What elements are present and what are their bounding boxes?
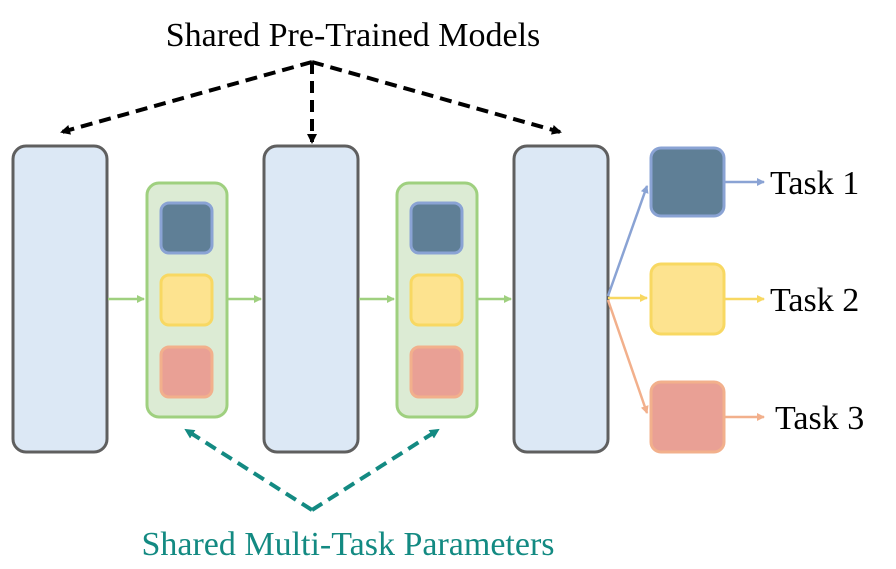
task-label-3: Task 3 (775, 400, 864, 437)
task-head-3 (649, 380, 726, 454)
dashed-arrow-left (60, 60, 313, 135)
branch-arrow-task-3 (606, 299, 649, 414)
pretrained-dashed-arrows (60, 60, 562, 144)
teal-dashed-arrow-left (184, 428, 314, 512)
task-param-salmon (159, 345, 214, 399)
pretrained-block-1 (11, 144, 109, 454)
pretrained-block-2 (262, 144, 360, 454)
adapter-block-2 (395, 181, 479, 419)
teal-dashed-arrow-right (310, 428, 440, 512)
task-param-blue (409, 201, 464, 255)
task-param-yellow (159, 273, 214, 327)
task-label-2: Task 2 (770, 282, 859, 319)
branch-arrow-task-1 (606, 185, 649, 297)
shared-pretrained-label: Shared Pre-Trained Models (166, 17, 541, 54)
task-param-blue (159, 201, 214, 255)
shared-multitask-label: Shared Multi-Task Parameters (141, 526, 554, 563)
task-label-1: Task 1 (770, 165, 859, 202)
pretrained-block-3 (512, 144, 610, 454)
task-param-salmon (409, 345, 464, 399)
task-param-yellow (409, 273, 464, 327)
dashed-arrow-right (311, 60, 562, 135)
task-head-2 (649, 262, 726, 336)
multitask-dashed-arrows (184, 428, 440, 512)
task-branch-arrows (606, 185, 649, 414)
adapter-block-1 (145, 181, 229, 419)
task-head-1 (649, 146, 726, 218)
